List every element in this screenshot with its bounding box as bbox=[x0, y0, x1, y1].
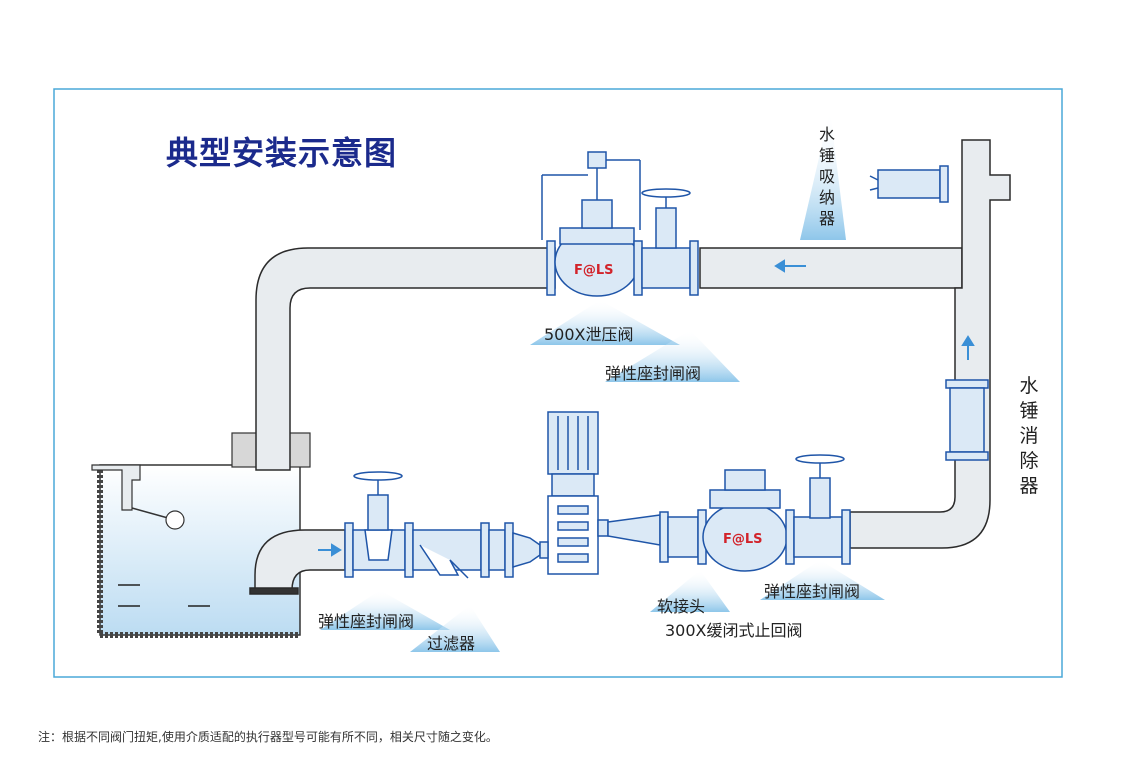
label-strainer: 过滤器 bbox=[427, 634, 476, 653]
pump bbox=[539, 411, 609, 575]
diagram-frame bbox=[53, 88, 1063, 678]
flow-arrows bbox=[318, 259, 975, 557]
label-soft-joint: 软接头 bbox=[657, 597, 706, 616]
label-check-valve: 300X缓闭式止回阀 bbox=[665, 621, 803, 640]
brand-mark-relief-valve: F@LS bbox=[574, 263, 614, 278]
water-hammer-eliminator bbox=[945, 379, 989, 461]
label-highlights bbox=[320, 110, 885, 652]
footnote: 注：根据不同阀门扭矩,使用介质适配的执行器型号可能有所不同，相关尺寸随之变化。 bbox=[38, 730, 498, 744]
bottom-line bbox=[344, 471, 541, 579]
label-gate-valve-right: 弹性座封闸阀 bbox=[764, 582, 861, 601]
discharge-line: F@LS bbox=[607, 454, 851, 572]
brand-mark-check-valve: F@LS bbox=[723, 532, 763, 547]
page-title: 典型安装示意图 bbox=[166, 134, 398, 172]
label-water-hammer-absorber: 水锤吸纳器 bbox=[818, 125, 835, 228]
label-gate-valve-left: 弹性座封闸阀 bbox=[318, 612, 415, 631]
suction-pipe bbox=[249, 529, 346, 595]
label-water-hammer-eliminator: 水锤消除器 bbox=[1019, 375, 1039, 497]
water-hammer-absorber bbox=[869, 165, 949, 203]
relief-valve-assembly: F@LS bbox=[541, 151, 699, 297]
label-gate-valve-top: 弹性座封闸阀 bbox=[605, 364, 702, 383]
label-relief-valve: 500X泄压阀 bbox=[544, 325, 634, 344]
